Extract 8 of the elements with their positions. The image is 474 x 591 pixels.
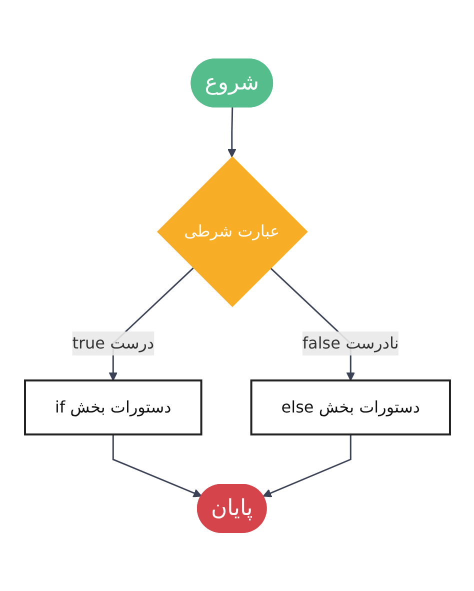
arrow	[227, 107, 236, 158]
edge-label: درست true	[72, 333, 154, 352]
arrow	[112, 434, 202, 498]
arrow	[262, 434, 351, 497]
node-diamond: عبارت شرطی	[156, 156, 308, 307]
node-box: دستورات بخش else	[250, 379, 450, 436]
node-box: دستورات بخش if	[24, 379, 202, 436]
edge-label: نادرست false	[302, 333, 398, 352]
